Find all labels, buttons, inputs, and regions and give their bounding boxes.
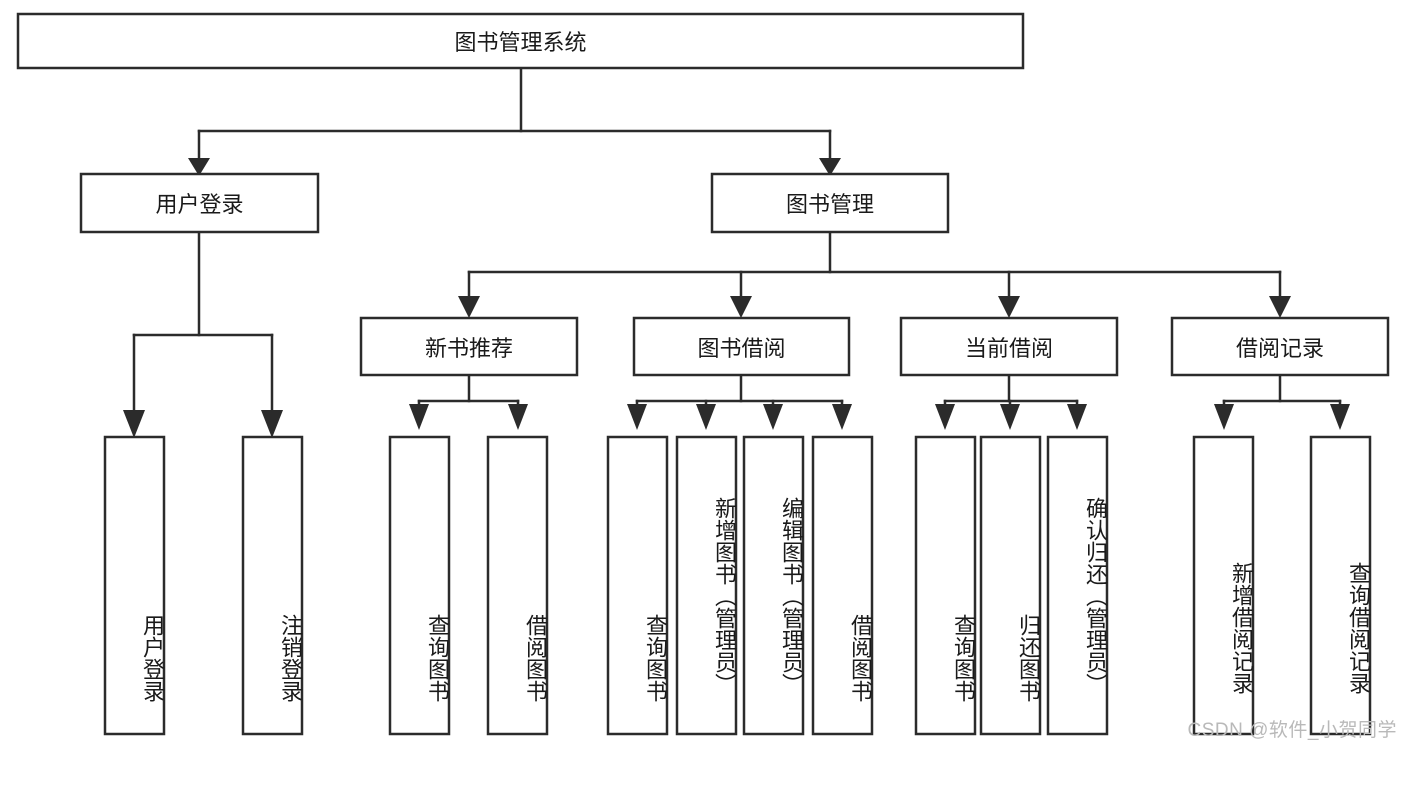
leaf-box-return-book[interactable] — [979, 435, 1042, 736]
arrowhead-current — [998, 296, 1020, 318]
arrowhead-records-leaf-2 — [1330, 404, 1350, 430]
node-root[interactable] — [16, 12, 1025, 70]
leaf-box-add-borrow-record[interactable] — [1192, 435, 1255, 736]
arrowhead-borrow-leaf-1 — [627, 404, 647, 430]
arrowhead-borrow-leaf-4 — [832, 404, 852, 430]
arrowhead-new-books-leaf-2 — [508, 404, 528, 430]
leaf-box-borrow-books-recommend[interactable] — [486, 435, 549, 736]
leaf-box-query-books-borrow[interactable] — [606, 435, 669, 736]
arrowhead-records-leaf-1 — [1214, 404, 1234, 430]
node-box-layer — [16, 12, 1390, 736]
arrowhead-new-books-leaf-1 — [409, 404, 429, 430]
arrowhead-current-leaf-2 — [1000, 404, 1020, 430]
leaf-box-borrow-book[interactable] — [811, 435, 874, 736]
arrowhead-book-mgmt — [819, 158, 841, 176]
leaf-box-query-books-current[interactable] — [914, 435, 977, 736]
arrowhead-current-leaf-3 — [1067, 404, 1087, 430]
diagram-canvas — [16, 12, 1390, 736]
node-borrow-records[interactable] — [1170, 316, 1390, 377]
node-book-management[interactable] — [710, 172, 950, 234]
leaf-box-edit-book-admin[interactable] — [742, 435, 805, 736]
arrowhead-records — [1269, 296, 1291, 318]
arrowhead-layer — [123, 158, 1350, 438]
arrowhead-leaf-user-login — [123, 410, 145, 438]
node-book-borrow[interactable] — [632, 316, 851, 377]
arrowhead-borrow-leaf-2 — [696, 404, 716, 430]
arrowhead-borrow-leaf-3 — [763, 404, 783, 430]
arrowhead-new-books — [458, 296, 480, 318]
flowchart-diagram: 图书管理系统 用户登录 图书管理 新书推荐 图书借阅 当前借阅 借阅记录 用户登… — [16, 12, 1397, 741]
leaf-box-add-book-admin[interactable] — [675, 435, 738, 736]
node-current-borrow[interactable] — [899, 316, 1119, 377]
arrowhead-borrow — [730, 296, 752, 318]
leaf-box-query-books-recommend[interactable] — [388, 435, 451, 736]
leaf-box-query-borrow-record[interactable] — [1309, 435, 1372, 736]
leaf-box-user-login[interactable] — [103, 435, 166, 736]
node-new-book-recommend[interactable] — [359, 316, 579, 377]
csdn-watermark: CSDN @软件_小贺同学 — [1187, 720, 1397, 741]
arrowhead-current-leaf-1 — [935, 404, 955, 430]
leaf-box-logout[interactable] — [241, 435, 304, 736]
leaf-box-confirm-return-admin[interactable] — [1046, 435, 1109, 736]
arrowhead-user-login — [188, 158, 210, 176]
node-user-login[interactable] — [79, 172, 320, 234]
arrowhead-leaf-logout — [261, 410, 283, 438]
